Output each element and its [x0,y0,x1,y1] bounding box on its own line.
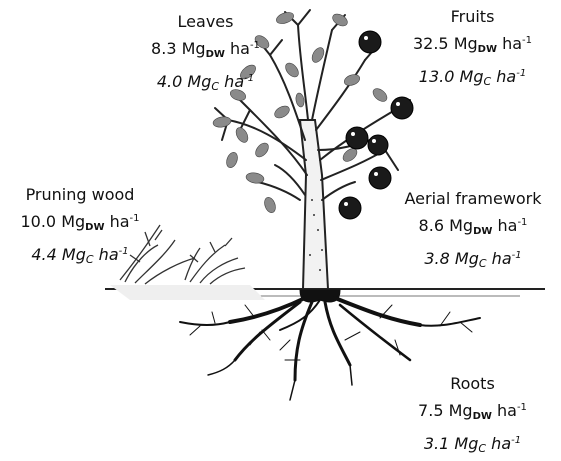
label-leaves-dw: 8.3 MgDW ha-1 [138,34,273,67]
label-fruits-dw: 32.5 MgDW ha-1 [400,29,545,62]
label-pruning-wood-name: Pruning wood [0,183,160,207]
label-leaves: Leaves 8.3 MgDW ha-1 4.0 MgC ha-1 [138,10,273,99]
label-aerial-framework-c: 3.8 MgC ha-1 [393,244,553,276]
label-pruning-wood-dw: 10.0 MgDW ha-1 [0,207,160,240]
label-roots-dw: 7.5 MgDW ha-1 [405,396,540,429]
label-leaves-c: 4.0 MgC ha-1 [138,67,273,99]
label-fruits-name: Fruits [400,5,545,29]
fruit [391,97,413,119]
label-roots-name: Roots [405,372,540,396]
label-aerial-framework-name: Aerial framework [393,187,553,211]
pruning-shadow [110,285,265,300]
fruit [339,197,361,219]
label-fruits: Fruits 32.5 MgDW ha-1 13.0 MgC ha-1 [400,5,545,94]
label-fruits-c: 13.0 MgC ha-1 [400,62,545,94]
tree-biomass-diagram: Leaves 8.3 MgDW ha-1 4.0 MgC ha-1 Fruits… [0,0,561,451]
fruit [346,127,368,149]
tree-trunk [300,120,328,289]
label-roots-c: 3.1 MgC ha-1 [405,429,540,461]
label-pruning-wood: Pruning wood 10.0 MgDW ha-1 4.4 MgC ha-1 [0,183,160,272]
label-leaves-name: Leaves [138,10,273,34]
fruit [369,167,391,189]
fruit [368,135,388,155]
label-aerial-framework-dw: 8.6 MgDW ha-1 [393,211,553,244]
label-aerial-framework: Aerial framework 8.6 MgDW ha-1 3.8 MgC h… [393,187,553,276]
label-roots: Roots 7.5 MgDW ha-1 3.1 MgC ha-1 [405,372,540,461]
label-pruning-wood-c: 4.4 MgC ha-1 [0,240,160,272]
fruit [359,31,381,53]
